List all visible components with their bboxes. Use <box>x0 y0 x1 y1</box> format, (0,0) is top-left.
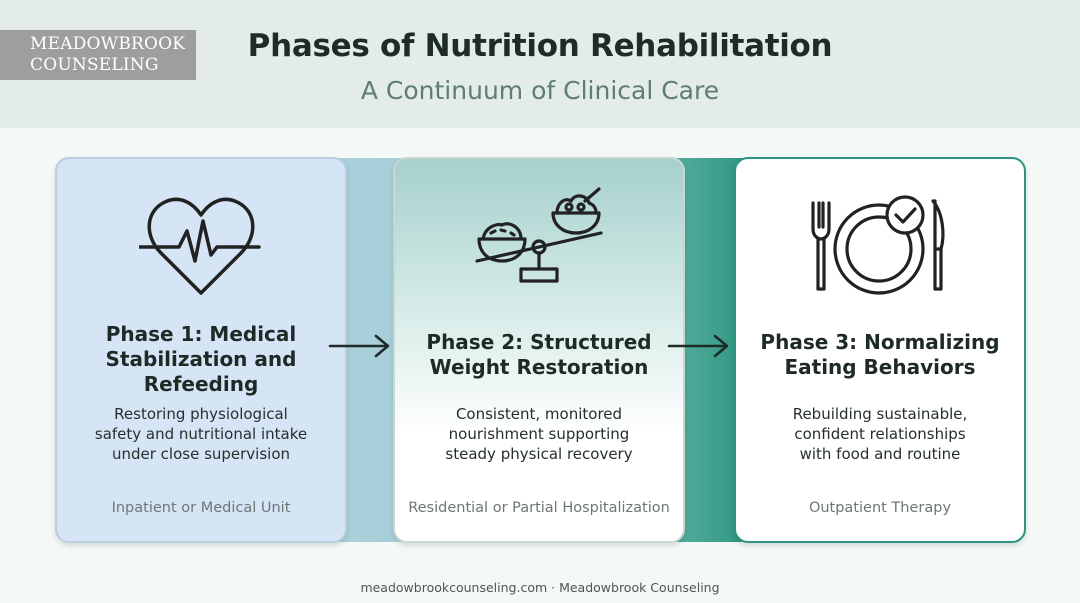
phase-2-care-setting: Residential or Partial Hospitalization <box>408 500 670 516</box>
page-subtitle: A Continuum of Clinical Care <box>360 76 720 105</box>
phase-2-desc-line: nourishment supporting <box>448 425 630 443</box>
phase-card-3: Phase 3: Normalizing Eating Behaviors Re… <box>734 157 1026 543</box>
phase-2-desc-line: steady physical recovery <box>445 445 633 463</box>
phase-1-desc-line: safety and nutritional intake <box>94 425 308 443</box>
arrow-right-icon <box>667 333 731 363</box>
phase-3-desc-line: Rebuilding sustainable, <box>792 405 968 423</box>
phase-card-1: Phase 1: Medical Stabilization and Refee… <box>55 157 347 543</box>
phase-3-desc-line: with food and routine <box>799 445 961 463</box>
brand-line-2: COUNSELING <box>30 55 159 75</box>
phase-3-title: Phase 3: Normalizing Eating Behaviors <box>750 330 1010 380</box>
phase-1-care-setting: Inpatient or Medical Unit <box>111 500 291 516</box>
phase-1-title-line: Refeeding <box>143 372 259 396</box>
phase-3-desc-line: confident relationships <box>794 425 966 443</box>
phase-2-desc-line: Consistent, monitored <box>455 405 623 423</box>
phase-3-title-line: Phase 3: Normalizing <box>760 330 1000 354</box>
arrow-right-icon <box>328 333 392 363</box>
phase-1-description: Restoring physiological safety and nutri… <box>71 404 331 464</box>
page-title: Phases of Nutrition Rehabilitation <box>247 28 833 64</box>
phase-card-2: Phase 2: Structured Weight Restoration C… <box>393 157 685 543</box>
brand-logo: MEADOWBROOK COUNSELING <box>0 30 196 80</box>
phase-3-description: Rebuilding sustainable, confident relati… <box>750 404 1010 464</box>
heart-pulse-icon <box>57 195 345 299</box>
phase-2-title-line: Phase 2: Structured <box>426 330 652 354</box>
plate-checkmark-icon <box>736 191 1024 299</box>
phase-1-title-line: Stabilization and <box>105 347 297 371</box>
phase-2-title-line: Weight Restoration <box>429 355 649 379</box>
phase-2-description: Consistent, monitored nourishment suppor… <box>409 404 669 464</box>
footer-text: meadowbrookcounseling.com · Meadowbrook … <box>360 580 720 595</box>
phase-1-title: Phase 1: Medical Stabilization and Refee… <box>71 322 331 397</box>
phase-1-desc-line: Restoring physiological <box>114 405 288 423</box>
phase-1-desc-line: under close supervision <box>111 445 291 463</box>
phase-3-title-line: Eating Behaviors <box>784 355 976 379</box>
food-balance-scale-icon <box>395 185 683 301</box>
phase-3-care-setting: Outpatient Therapy <box>808 500 952 516</box>
phase-2-title: Phase 2: Structured Weight Restoration <box>409 330 669 380</box>
phase-1-title-line: Phase 1: Medical <box>105 322 297 346</box>
brand-line-1: MEADOWBROOK <box>30 34 186 54</box>
